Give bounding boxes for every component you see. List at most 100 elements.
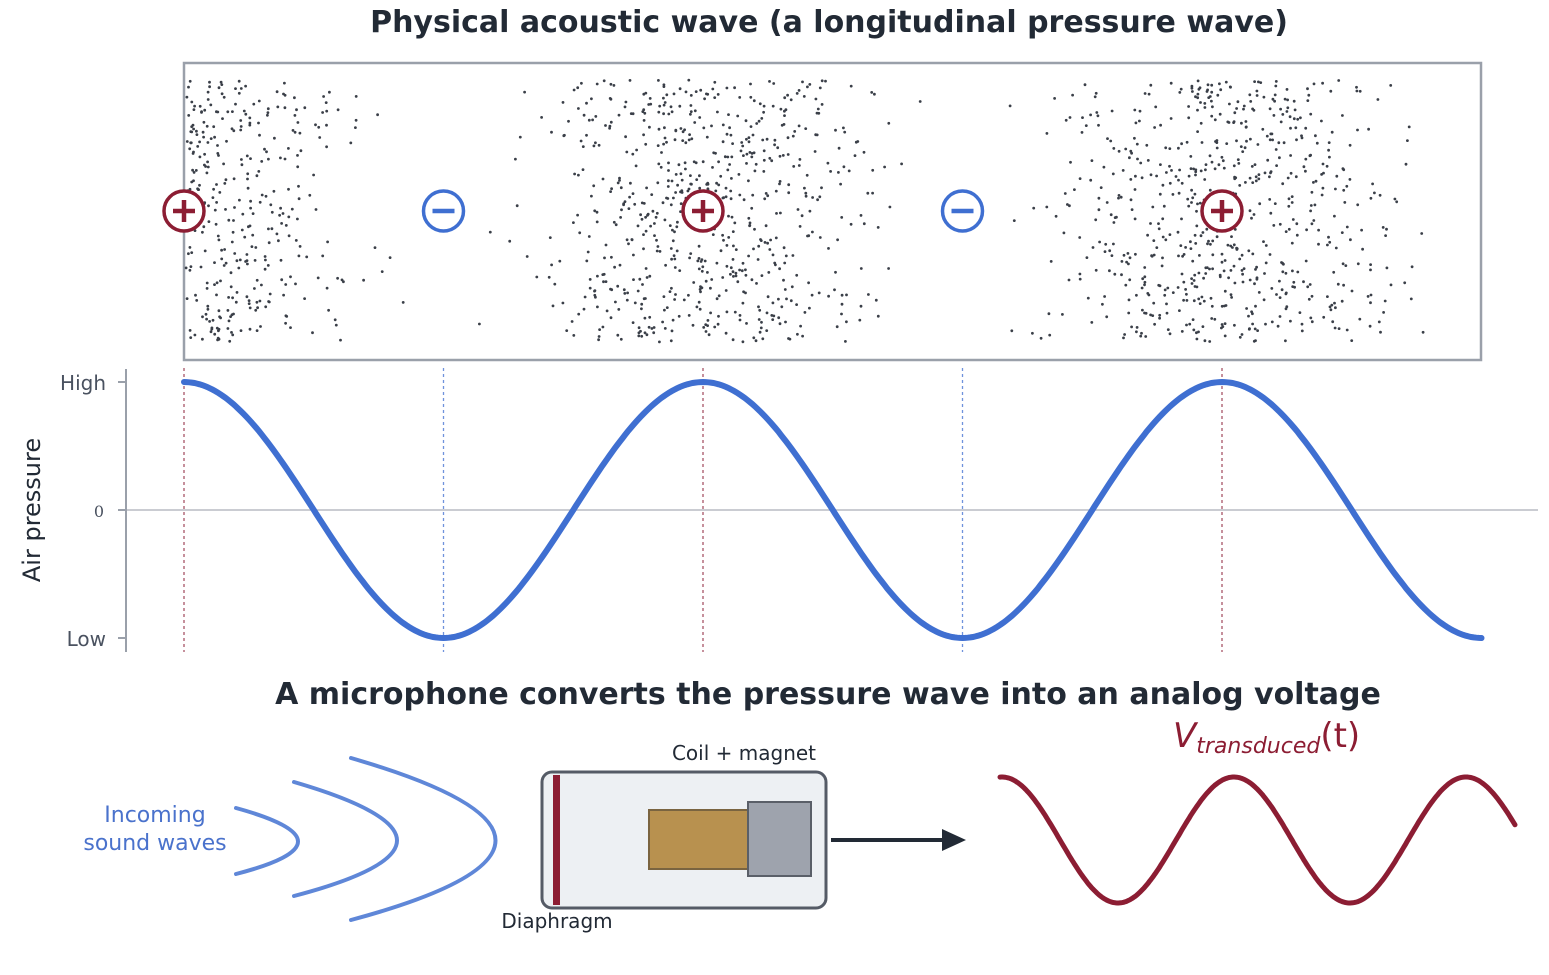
air-particle [765, 137, 769, 141]
air-particle [1174, 175, 1178, 178]
air-particle [1208, 188, 1212, 192]
air-particle [198, 183, 201, 187]
air-particle [1271, 97, 1275, 101]
air-particle [1171, 291, 1175, 294]
air-particle [1049, 260, 1053, 263]
air-particle [672, 92, 676, 96]
air-particle [1249, 137, 1252, 141]
air-particle [217, 154, 220, 157]
air-particle [785, 297, 788, 301]
air-particle [1268, 198, 1272, 201]
air-particle [188, 147, 192, 151]
air-particle [747, 216, 751, 220]
air-particle [650, 193, 654, 197]
air-particle [592, 144, 596, 148]
air-particle [1312, 219, 1316, 222]
air-particle [260, 283, 263, 287]
air-particle [681, 130, 685, 134]
air-particle [200, 110, 204, 113]
air-particle [640, 201, 644, 205]
air-particle [628, 195, 631, 199]
air-particle [1288, 115, 1292, 119]
air-particle [662, 142, 665, 146]
air-particle [1238, 184, 1242, 187]
air-particle [1273, 99, 1276, 103]
air-particle [1257, 291, 1261, 294]
air-particle [1201, 325, 1205, 328]
air-particle [1377, 320, 1381, 324]
air-particle [257, 121, 260, 125]
air-particle [745, 137, 748, 141]
air-particle [786, 93, 789, 97]
air-particle [613, 265, 616, 269]
air-particle [709, 311, 712, 315]
air-particle [216, 336, 220, 340]
air-particle [1257, 177, 1261, 181]
air-particle [249, 206, 253, 210]
air-particle [245, 154, 249, 158]
air-particle [1195, 331, 1198, 335]
air-particle [1103, 250, 1107, 254]
air-particle [858, 318, 862, 322]
air-particle [1196, 130, 1199, 134]
air-particle [1236, 100, 1240, 104]
air-particle [862, 222, 866, 226]
air-particle [247, 299, 251, 302]
air-particle [874, 298, 878, 302]
air-particle [711, 166, 714, 169]
air-particle [629, 181, 632, 185]
air-particle [1355, 89, 1359, 93]
air-particle [240, 158, 243, 161]
air-particle [804, 194, 808, 198]
air-particle [715, 261, 719, 265]
air-particle [349, 141, 353, 145]
air-particle [201, 230, 204, 234]
air-particle [1228, 102, 1231, 106]
air-particle [601, 273, 605, 276]
air-particle [1225, 142, 1229, 146]
microphone: Coil + magnet Diaphragm [501, 741, 828, 933]
air-particle [759, 238, 762, 241]
air-particle [1263, 171, 1267, 175]
air-particle [593, 289, 597, 292]
air-particle [640, 334, 644, 338]
air-particle [803, 311, 807, 314]
air-particle [729, 133, 733, 137]
air-particle [1294, 126, 1298, 130]
air-particle [787, 183, 791, 187]
air-particle [742, 290, 745, 294]
air-particle [1187, 105, 1190, 108]
air-particle [1104, 242, 1108, 246]
air-particle [220, 257, 224, 261]
air-particle [238, 198, 241, 202]
air-particle [1190, 282, 1194, 285]
air-particle [1287, 227, 1291, 231]
air-particle [834, 128, 837, 132]
air-particle [1111, 172, 1115, 176]
air-particle [849, 222, 853, 226]
air-particle [703, 97, 706, 101]
voltage-output: Vtransduced(t) [997, 716, 1518, 906]
air-particle [1165, 311, 1169, 315]
air-particle [742, 198, 746, 202]
air-particle [321, 254, 325, 258]
air-particle [674, 173, 678, 176]
air-particle [876, 226, 880, 229]
air-particle [547, 275, 551, 279]
air-particle [622, 288, 626, 292]
air-particle [623, 200, 627, 204]
air-particle [656, 181, 660, 185]
air-particle [1302, 280, 1305, 284]
air-particle [253, 259, 257, 262]
air-particle [1134, 121, 1138, 125]
air-particle [818, 236, 822, 239]
air-particle [550, 130, 553, 134]
air-particle [1290, 195, 1294, 199]
air-particle [793, 130, 797, 133]
air-particle [1317, 228, 1320, 232]
air-particle [1210, 90, 1214, 94]
air-particle [1109, 139, 1113, 143]
air-particle [193, 333, 197, 337]
air-particle [640, 302, 644, 306]
air-particle [1248, 209, 1252, 213]
